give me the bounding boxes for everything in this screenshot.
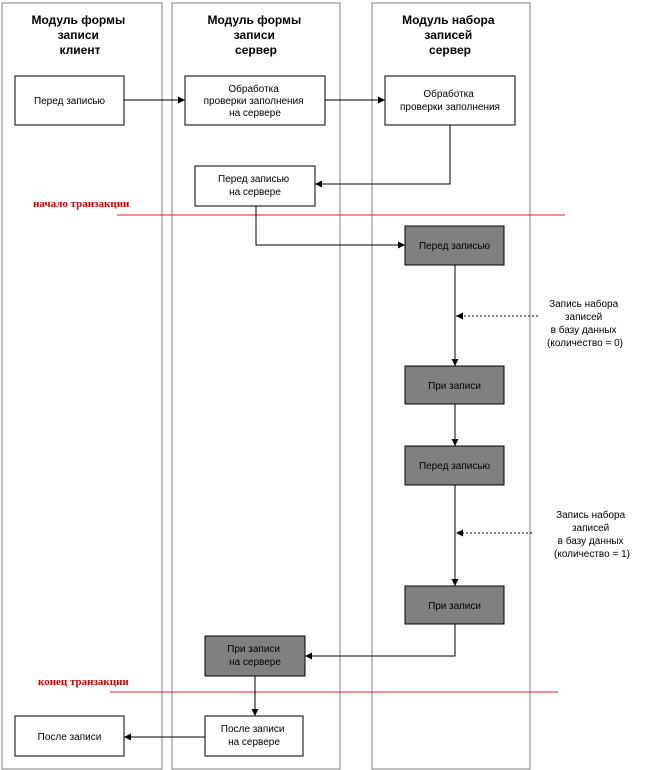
- box-client-after-write: После записи: [14, 715, 125, 757]
- connector-set-check-to-before-write: [315, 125, 451, 188]
- box-set-on-write-1: При записи: [404, 365, 505, 405]
- box-form-before-write-server: Перед записью на сервере: [194, 165, 316, 207]
- lane-form-server: [171, 2, 341, 770]
- box-set-on-write-2: При записи: [404, 585, 505, 625]
- box-form-after-write-server: После записи на сервере: [204, 715, 304, 757]
- svg-text:Перед записью на сервере: Перед записью на сервере: [218, 174, 292, 198]
- svg-text:При записи: При записи: [428, 601, 481, 612]
- lane-title-recordset-server: Модуль набора записей сервер: [402, 13, 498, 57]
- svg-text:Обработка проверки запол: Обработка проверки заполнения: [400, 88, 500, 113]
- transaction-start-label: начало транзакции: [33, 198, 130, 210]
- box-form-check-filling: Обработка проверки заполнения на сервере: [184, 75, 326, 126]
- box-set-check-filling: Обработка проверки заполнения: [384, 75, 516, 126]
- box-set-before-write-2: Перед записью: [404, 445, 505, 486]
- svg-text:После записи на сервере: После записи на сервере: [221, 724, 287, 748]
- svg-text:Перед записью: Перед записью: [34, 96, 106, 107]
- svg-text:После записи: После записи: [38, 732, 102, 743]
- note-db-write-1: Запись набора записей в базу данных (кол…: [554, 509, 630, 560]
- svg-text:При записи: При записи: [428, 381, 481, 392]
- connector-before-write-to-set: [255, 206, 405, 249]
- svg-text:Перед записью: Перед записью: [419, 241, 491, 252]
- svg-text:При записи на сервере: При записи на сервере: [227, 644, 283, 668]
- transaction-end-label: конец транзакции: [38, 676, 129, 688]
- svg-text:Перед записью: Перед записью: [419, 461, 491, 472]
- lane-client: [1, 2, 163, 770]
- box-set-before-write-1: Перед записью: [404, 225, 505, 266]
- box-form-on-write-server: При записи на сервере: [204, 635, 306, 677]
- svg-text:Обработка проверки запол: Обработка проверки заполнения на сервере: [204, 83, 307, 119]
- connector-on2-to-form-on-write: [305, 624, 456, 660]
- note-db-write-0: Запись набора записей в базу данных (кол…: [547, 298, 623, 349]
- box-client-before-write: Перед записью: [14, 75, 125, 126]
- lane-recordset-server: [371, 2, 531, 770]
- lane-title-client: Модуль формы записи клиент: [31, 13, 128, 57]
- lane-title-form-server: Модуль формы записи сервер: [207, 13, 304, 57]
